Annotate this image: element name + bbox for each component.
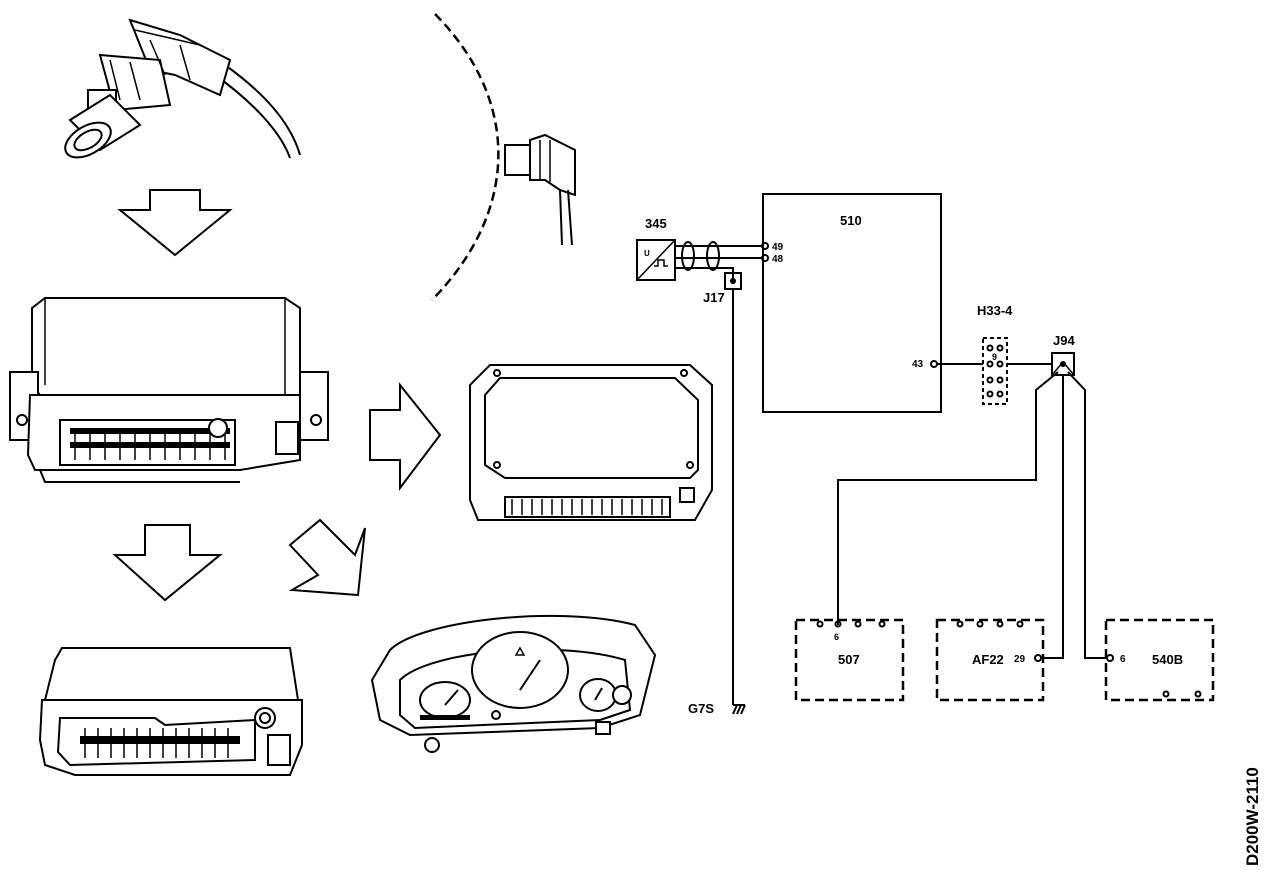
receiver-507-pin-label: 6 [834, 632, 839, 642]
sensor-345-label: 345 [645, 216, 667, 231]
diagram-ref-code: D200W-2110 [1243, 767, 1262, 866]
junction-j94: J94 [1051, 333, 1075, 376]
receiver-540b: 6 540B [1104, 618, 1215, 702]
ground-g7s: G7S [688, 701, 746, 716]
control-module-illustration [469, 364, 713, 521]
receiver-af22-label: AF22 [972, 652, 1004, 667]
connector-h33-4: H33-4 9 [977, 303, 1013, 405]
receiver-507: 6 507 [794, 618, 905, 702]
arrow-right-icon [369, 382, 442, 491]
arrow-down-icon [112, 524, 223, 602]
h33-4-pin-label: 9 [992, 352, 997, 362]
ground-junction-j17: J17 [703, 272, 742, 705]
transmission-ecu-illustration [38, 647, 303, 776]
receiver-af22: 29 AF22 [935, 618, 1045, 702]
h33-4-label: H33-4 [977, 303, 1013, 318]
ecu-510-label: 510 [840, 213, 862, 228]
receiver-540b-pin-label: 6 [1120, 654, 1126, 665]
pin-49-label: 49 [772, 242, 784, 253]
j94-label: J94 [1053, 333, 1075, 348]
arrow-diagonal-icon [288, 518, 366, 597]
sensor-345: 345 U [636, 216, 676, 281]
instrument-cluster-illustration [370, 614, 657, 753]
crankshaft-sensor-illustration [64, 18, 301, 159]
svg-text:U: U [644, 249, 650, 258]
branch-wires [837, 371, 1108, 659]
receiver-af22-pin-label: 29 [1014, 654, 1026, 665]
signal-wires [675, 241, 763, 280]
flywheel-ring-illustration [431, 13, 576, 301]
pin-43-label: 43 [912, 359, 924, 370]
g7s-label: G7S [688, 701, 714, 716]
receiver-540b-label: 540B [1152, 652, 1183, 667]
arrow-down-icon [117, 189, 233, 257]
j17-label: J17 [703, 290, 725, 305]
receiver-507-label: 507 [838, 652, 860, 667]
engine-ecu-illustration [9, 297, 329, 483]
ecu-510: 510 49 48 43 [761, 193, 942, 413]
pin-48-label: 48 [772, 254, 784, 265]
